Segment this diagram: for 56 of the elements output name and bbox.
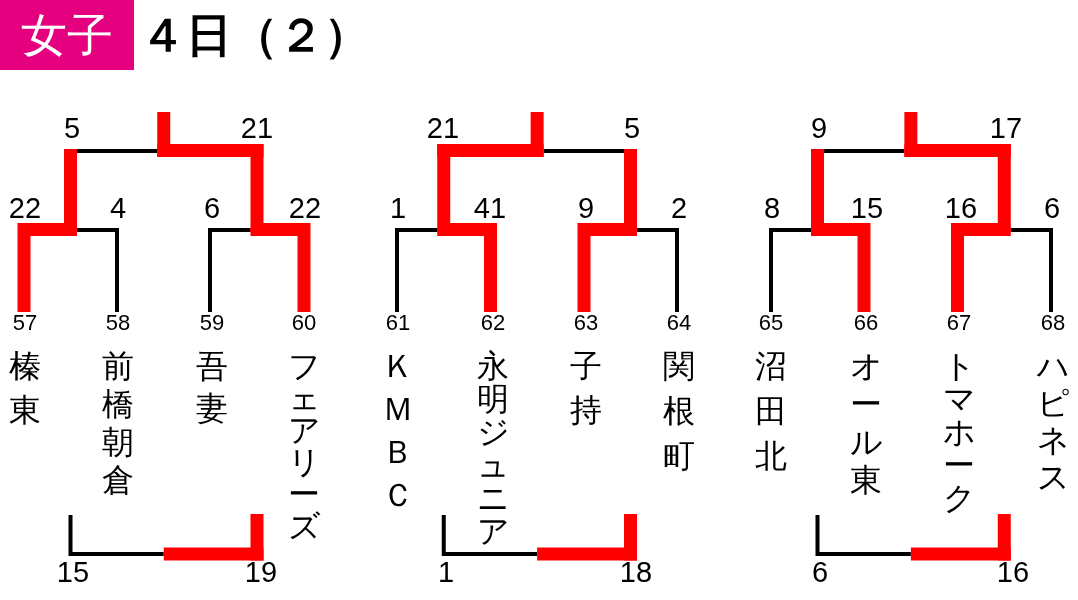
bracket-line — [951, 223, 1053, 312]
bracket-line — [769, 223, 871, 312]
entry-number: 61 — [385, 312, 411, 334]
bracket-line — [395, 223, 497, 312]
score: 1 — [389, 197, 407, 219]
team-name: 永明ジュニア — [476, 349, 510, 548]
team-name: フェアリーズ — [287, 350, 321, 542]
title: ４日（２） — [140, 8, 370, 62]
team-name: トマホーク — [942, 349, 976, 515]
score: 6 — [1043, 197, 1061, 219]
team-name: オール東 — [849, 347, 883, 499]
score: 1 — [437, 561, 455, 583]
team-name: 吾妻 — [195, 346, 229, 429]
score: 4 — [109, 197, 127, 219]
entry-number: 60 — [291, 312, 317, 334]
entry-number: 58 — [105, 312, 131, 334]
team-name: 沼田北 — [754, 345, 788, 477]
score: 19 — [244, 561, 278, 583]
entry-number: 64 — [666, 312, 692, 334]
score: 2 — [670, 197, 688, 219]
score: 17 — [989, 117, 1023, 139]
team-name: ハピネス — [1036, 347, 1070, 496]
score: 22 — [288, 197, 322, 219]
team-name: 榛東 — [8, 346, 42, 431]
score: 15 — [850, 197, 884, 219]
entry-number: 66 — [853, 312, 879, 334]
entry-number: 57 — [12, 312, 38, 334]
team-name: ＫＭＢＣ — [381, 345, 415, 516]
score: 21 — [426, 117, 460, 139]
score: 21 — [240, 117, 274, 139]
entry-number: 59 — [199, 312, 225, 334]
bracket-line — [577, 223, 679, 312]
score: 41 — [473, 197, 507, 219]
team-name: 関根町 — [662, 345, 696, 477]
entry-number: 62 — [480, 312, 506, 334]
score: 5 — [623, 117, 641, 139]
score: 16 — [996, 561, 1030, 583]
score: 15 — [56, 561, 90, 583]
score: 9 — [810, 117, 828, 139]
team-name: 前橋朝倉 — [101, 347, 135, 499]
team-name: 子持 — [569, 346, 603, 431]
entry-number: 63 — [573, 312, 599, 334]
bracket-line — [17, 223, 119, 312]
category-tag: 女子 — [0, 0, 134, 70]
entry-number: 67 — [946, 312, 972, 334]
score: 5 — [63, 117, 81, 139]
score: 16 — [944, 197, 978, 219]
score: 6 — [811, 561, 829, 583]
score: 6 — [203, 197, 221, 219]
score: 18 — [619, 561, 653, 583]
score: 22 — [8, 197, 42, 219]
entry-number: 65 — [758, 312, 784, 334]
bracket-line — [208, 223, 311, 312]
entry-number: 68 — [1040, 312, 1066, 334]
score: 8 — [763, 197, 781, 219]
score: 9 — [577, 197, 595, 219]
